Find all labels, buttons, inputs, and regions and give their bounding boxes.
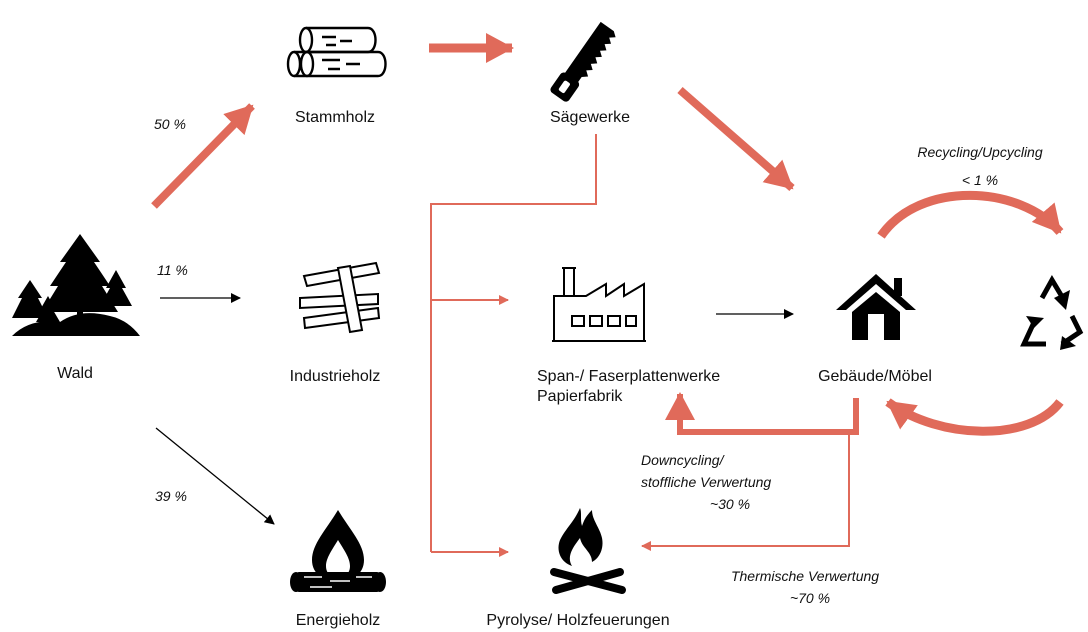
downcycling-value: ~30 % (709, 496, 751, 512)
arrow-wald-energieholz (155, 427, 275, 525)
forest-icon (12, 234, 140, 336)
arrow-recycling-top (877, 190, 1064, 239)
share-energieholz: 39 % (155, 488, 187, 504)
share-stammholz: 50 % (154, 116, 186, 132)
share-industrieholz: 11 % (157, 262, 188, 278)
recycling-value: < 1 % (961, 172, 999, 188)
saegewerke-label: Sägewerke (549, 109, 631, 126)
downcycling-line1: Downcycling/ (641, 452, 724, 468)
arrow-downcycling (665, 392, 859, 435)
downcycling-line2: stoffliche Verwertung (641, 474, 772, 490)
logs-icon (286, 26, 387, 78)
planks-icon (299, 261, 381, 334)
stammholz-label: Stammholz (294, 109, 376, 126)
pyrolyse-label: Pyrolyse/ Holzfeuerungen (486, 612, 670, 629)
saw-icon (550, 21, 616, 102)
arrow-thermisch (641, 432, 850, 551)
house-icon (836, 274, 916, 340)
recycle-icon (1020, 275, 1084, 350)
industrieholz-label: Industrieholz (289, 368, 381, 385)
span-label-line1: Span-/ Faserplattenwerke (537, 368, 721, 385)
energieholz-label: Energieholz (295, 612, 381, 629)
thermisch-value: ~70 % (789, 590, 831, 606)
factory-icon (552, 267, 646, 342)
arrow-saegewerke-gebaeude (677, 86, 795, 192)
sawmill-byproduct-line (430, 134, 597, 552)
gebaeude-label: Gebäude/Möbel (818, 368, 932, 385)
arrow-wald-stammholz (151, 103, 255, 209)
thermisch-label: Thermische Verwertung (730, 568, 880, 584)
arrow-recycling-bottom (885, 398, 1064, 436)
campfire-icon (550, 508, 626, 594)
firewood-icon (290, 510, 386, 592)
span-label-line2: Papierfabrik (537, 388, 623, 405)
recycling-label: Recycling/Upcycling (917, 144, 1043, 160)
wald-label: Wald (57, 365, 93, 382)
